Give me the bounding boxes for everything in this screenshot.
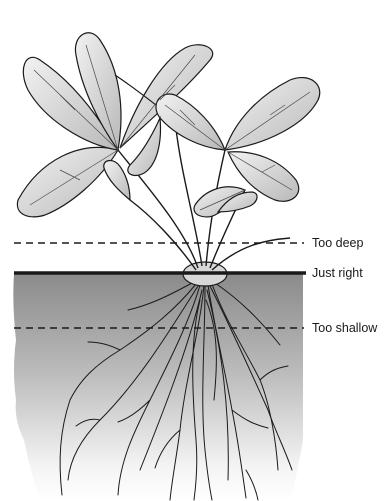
just-right-label: Just right	[312, 266, 363, 280]
too-deep-label: Too deep	[312, 236, 363, 250]
soil-area	[13, 273, 303, 501]
leaves	[17, 33, 319, 217]
too-shallow-label: Too shallow	[312, 321, 378, 335]
